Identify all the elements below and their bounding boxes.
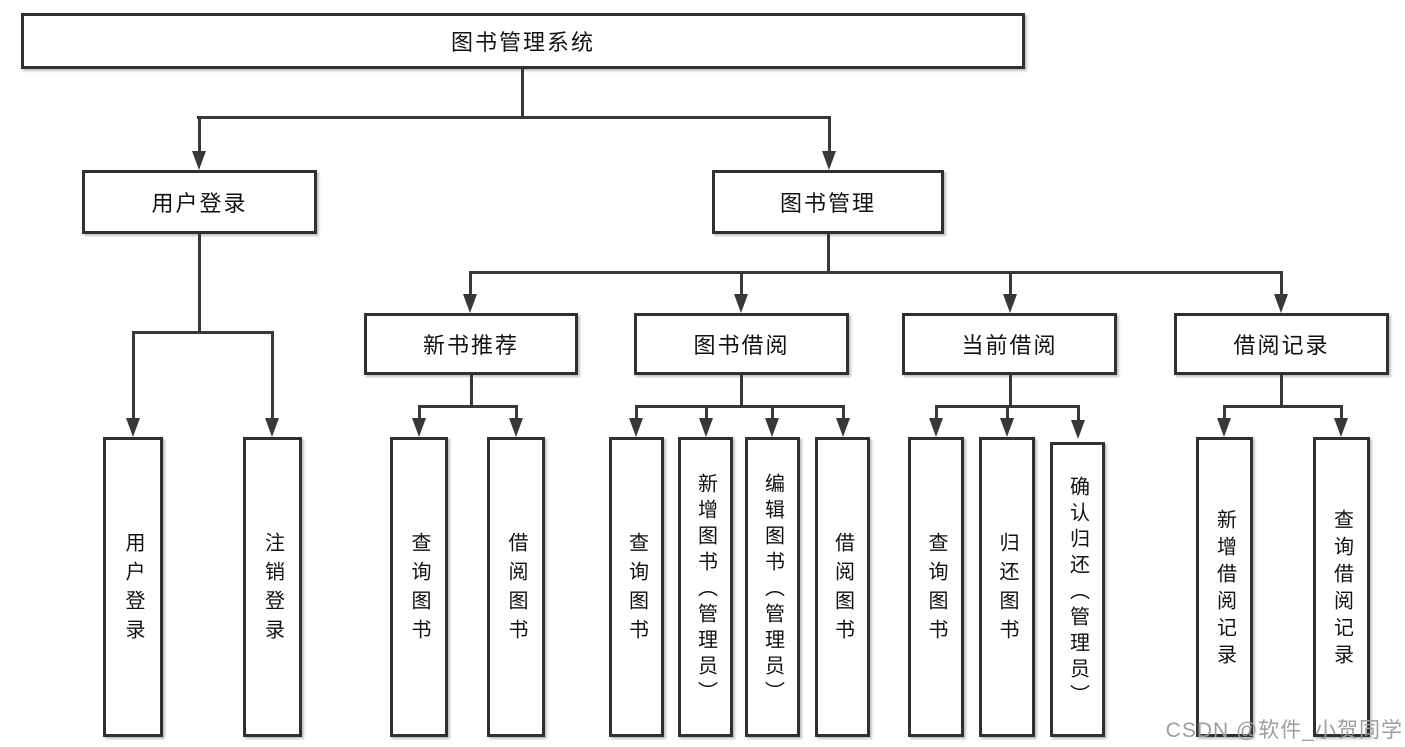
arrow-down-icon	[699, 418, 713, 437]
node-current-borrow: 当前借阅	[902, 313, 1117, 375]
node-book-management: 图书管理	[712, 170, 944, 234]
connector-hline	[469, 271, 1283, 274]
node-book-borrow-label: 图书借阅	[693, 333, 790, 358]
arrow-down-icon	[126, 418, 140, 437]
leaf-borrow-books-recommend: 借阅图书	[487, 437, 545, 737]
leaf-user-login-label: 用户登录	[122, 532, 144, 648]
arrow-down-icon	[1071, 420, 1085, 439]
connector-vline	[635, 405, 638, 420]
leaf-logout-label: 注销登录	[261, 532, 284, 648]
arrow-down-icon	[463, 294, 477, 313]
arrow-down-icon	[836, 418, 850, 437]
connector-vline	[515, 405, 518, 420]
node-book-management-label: 图书管理	[779, 191, 876, 216]
watermark: CSDN @软件_小贺同学	[1165, 719, 1403, 742]
connector-vline	[469, 271, 472, 297]
node-user-login-label: 用户登录	[151, 191, 248, 216]
connector-vline	[740, 271, 743, 297]
node-user-login: 用户登录	[82, 170, 317, 234]
leaf-return-books-label: 归还图书	[996, 532, 1018, 648]
arrow-down-icon	[734, 294, 748, 313]
connector-vline	[271, 331, 274, 420]
node-root-label: 图书管理系统	[450, 30, 595, 55]
leaf-borrow-books-recommend-label: 借阅图书	[505, 532, 527, 648]
connector-vline	[1340, 405, 1343, 420]
leaf-query-books-current-label: 查询图书	[925, 532, 947, 648]
node-current-borrow-label: 当前借阅	[961, 333, 1058, 358]
connector-vline	[740, 375, 743, 408]
leaf-query-books-current: 查询图书	[908, 437, 964, 737]
leaf-add-borrow-record: 新增借阅记录	[1196, 437, 1253, 737]
connector-vline	[1009, 271, 1012, 297]
connector-hline	[132, 331, 274, 334]
connector-vline	[935, 405, 938, 420]
leaf-query-books-borrow-label: 查询图书	[625, 532, 648, 648]
node-book-borrow: 图书借阅	[634, 313, 849, 375]
connector-vline	[1077, 405, 1080, 420]
connector-hline	[635, 405, 844, 408]
leaf-query-books-recommend-label: 查询图书	[408, 532, 430, 648]
connector-vline	[470, 375, 473, 408]
leaf-return-books: 归还图书	[979, 437, 1035, 737]
leaf-add-books-admin: 新增图书（管理员）	[678, 437, 733, 737]
connector-vline	[1280, 271, 1283, 297]
connector-vline	[1280, 375, 1283, 408]
arrow-down-icon	[1000, 418, 1014, 437]
connector-vline	[418, 405, 421, 420]
arrow-down-icon	[265, 418, 279, 437]
leaf-query-borrow-record-label: 查询借阅记录	[1330, 509, 1353, 671]
leaf-query-books-borrow: 查询图书	[609, 437, 664, 737]
leaf-borrow-books: 借阅图书	[815, 437, 870, 737]
arrow-down-icon	[822, 151, 836, 170]
connector-vline	[1006, 405, 1009, 420]
leaf-confirm-return-admin-label: 确认归还（管理员）	[1066, 475, 1089, 710]
connector-vline	[705, 405, 708, 420]
node-new-book-recommend-label: 新书推荐	[422, 333, 519, 358]
connector-vline	[198, 116, 201, 152]
connector-hline	[197, 116, 831, 119]
leaf-edit-books-admin: 编辑图书（管理员）	[745, 437, 800, 737]
arrow-down-icon	[1003, 294, 1017, 313]
connector-vline	[771, 405, 774, 420]
arrow-down-icon	[1334, 418, 1348, 437]
arrow-down-icon	[1217, 418, 1231, 437]
connector-vline	[842, 405, 845, 420]
leaf-query-borrow-record: 查询借阅记录	[1313, 437, 1370, 737]
leaf-add-borrow-record-label: 新增借阅记录	[1213, 509, 1236, 671]
connector-vline	[521, 69, 524, 118]
arrow-down-icon	[629, 418, 643, 437]
leaf-confirm-return-admin: 确认归还（管理员）	[1050, 442, 1105, 737]
leaf-user-login: 用户登录	[103, 437, 163, 737]
connector-vline	[1009, 375, 1012, 408]
node-borrow-records-label: 借阅记录	[1233, 333, 1330, 358]
arrow-down-icon	[1274, 294, 1288, 313]
leaf-query-books-recommend: 查询图书	[390, 437, 448, 737]
node-borrow-records: 借阅记录	[1174, 313, 1389, 375]
arrow-down-icon	[765, 418, 779, 437]
node-root-system: 图书管理系统	[21, 13, 1025, 69]
connector-vline	[198, 234, 201, 334]
leaf-logout: 注销登录	[243, 437, 302, 737]
connector-vline	[827, 234, 830, 274]
connector-hline	[418, 405, 518, 408]
connector-vline	[1223, 405, 1226, 420]
leaf-add-books-admin-label: 新增图书（管理员）	[694, 473, 717, 707]
arrow-down-icon	[509, 418, 523, 437]
arrow-down-icon	[929, 418, 943, 437]
leaf-borrow-books-label: 借阅图书	[831, 532, 854, 648]
connector-vline	[132, 331, 135, 420]
arrow-down-icon	[412, 418, 426, 437]
arrow-down-icon	[192, 151, 206, 170]
connector-hline	[1223, 405, 1343, 408]
connector-vline	[828, 116, 831, 152]
leaf-edit-books-admin-label: 编辑图书（管理员）	[761, 473, 784, 707]
node-new-book-recommend: 新书推荐	[364, 313, 578, 375]
